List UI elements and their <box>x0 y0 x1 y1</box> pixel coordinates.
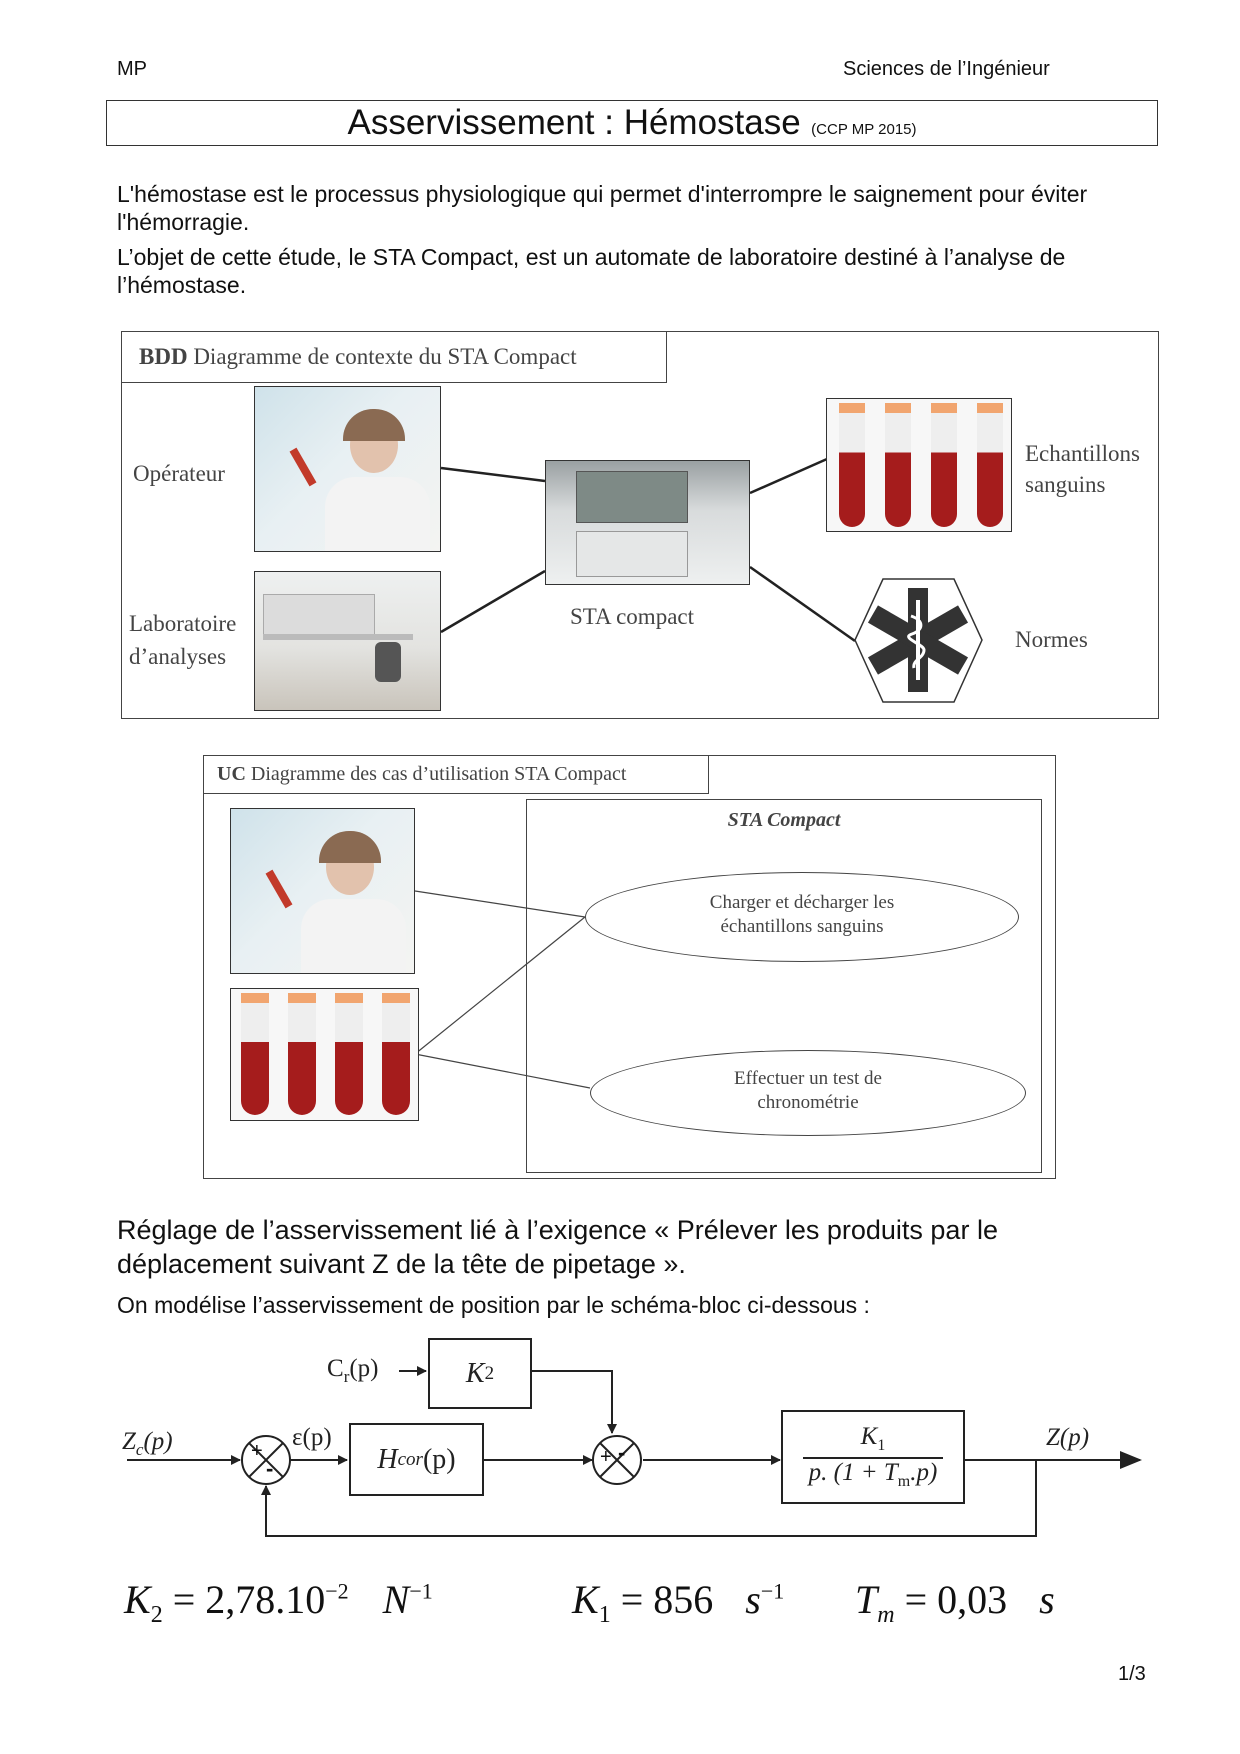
plant-denominator: p. (1 + Tm.p) <box>802 1457 944 1491</box>
use-case-1-line2: échantillons sanguins <box>720 916 884 937</box>
use-case-2-line2: chronométrie <box>757 1092 859 1113</box>
input-signal-label: Zc(p) <box>122 1428 173 1459</box>
uc-tag: UC <box>217 763 246 785</box>
sum2-plus-sign: + <box>600 1446 612 1468</box>
intro-paragraph-2: L’objet de cette étude, le STA Compact, … <box>117 244 1066 298</box>
bdd-title: BDD Diagramme de contexte du STA Compact <box>121 331 667 383</box>
page-title: Asservissement : Hémostase <box>347 103 801 142</box>
section-heading: Réglage de l’asservissement lié à l’exig… <box>117 1215 998 1279</box>
plant-numerator: K1 <box>860 1423 886 1454</box>
intro-paragraph-1: L'hémostase est le processus physiologiq… <box>117 181 1088 235</box>
uc-title-text: Diagramme des cas d’utilisation STA Comp… <box>250 763 627 785</box>
bdd-laboratory-line1: Laboratoire <box>129 611 237 636</box>
laboratory-photo <box>254 571 441 711</box>
error-signal-label: ε(p) <box>292 1424 332 1451</box>
k1-value: K1 = 856 s−1 <box>572 1577 785 1628</box>
uc-system-boundary <box>526 799 1042 1173</box>
operator-photo <box>254 386 441 552</box>
uc-operator-photo <box>230 808 415 974</box>
blood-samples-photo <box>826 398 1012 532</box>
uc-system-label: STA Compact <box>727 809 841 831</box>
uc-title: UC Diagramme des cas d’utilisation STA C… <box>203 755 709 794</box>
sum2-minus-sign: - <box>618 1440 626 1465</box>
use-case-2-line1: Effectuer un test de <box>734 1068 882 1089</box>
bdd-samples-label: Echantillons sanguins <box>1025 438 1140 500</box>
page-subtitle: (CCP MP 2015) <box>811 121 917 138</box>
header-left: MP <box>117 58 147 80</box>
output-signal-label: Z(p) <box>1046 1424 1090 1451</box>
uc-blood-samples-photo <box>230 988 419 1121</box>
use-case-chronometry-test: Effectuer un test de chronométrie <box>590 1050 1026 1136</box>
sum1-plus-sign: + <box>251 1440 263 1462</box>
sum1-minus-sign: - <box>266 1456 274 1481</box>
bdd-sta-compact-label: STA compact <box>570 604 694 629</box>
bdd-samples-line2: sanguins <box>1025 472 1106 497</box>
bdd-samples-line1: Echantillons <box>1025 441 1140 466</box>
disturbance-signal-label: Cr(p) <box>327 1355 379 1386</box>
page-number: 1/3 <box>1118 1663 1146 1685</box>
section-text: On modélise l’asservissement de position… <box>117 1292 870 1318</box>
use-case-1-line1: Charger et décharger les <box>709 892 895 913</box>
bdd-norms-label: Normes <box>1015 627 1088 652</box>
bdd-tag: BDD <box>139 344 188 369</box>
use-case-load-samples: Charger et décharger les échantillons sa… <box>585 872 1019 962</box>
bdd-laboratory-line2: d’analyses <box>129 644 227 669</box>
k2-value: K2 = 2,78.10−2 N−1 <box>124 1577 433 1628</box>
bdd-operator-label: Opérateur <box>133 461 225 486</box>
title-box: Asservissement : Hémostase (CCP MP 2015) <box>106 100 1158 146</box>
header-right: Sciences de l’Ingénieur <box>843 58 1050 80</box>
bdd-laboratory-label: Laboratoire d’analyses <box>129 607 236 673</box>
tm-value: Tm = 0,03 s <box>855 1577 1055 1628</box>
bdd-title-text: Diagramme de contexte du STA Compact <box>193 344 577 369</box>
sta-compact-photo <box>545 460 750 585</box>
plant-block: K1 p. (1 + Tm.p) <box>781 1410 965 1504</box>
